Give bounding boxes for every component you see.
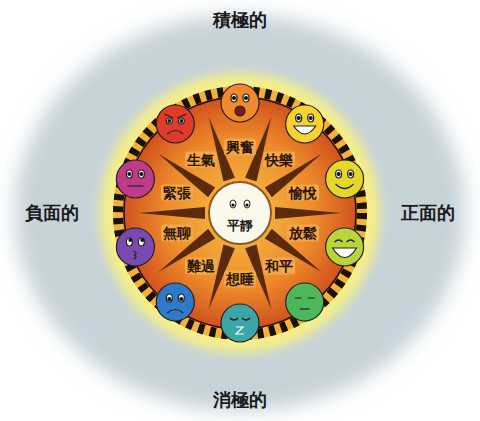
axis-label: 負面的 <box>25 201 79 225</box>
emotion-label: 想睡 <box>224 271 256 288</box>
emotion-label: 生氣 <box>185 151 217 168</box>
glow <box>100 73 380 353</box>
center-face <box>207 180 273 246</box>
axis-label: 消極的 <box>213 388 267 412</box>
center-circle: 平靜 <box>207 180 273 246</box>
axis-label: 積極的 <box>213 8 267 32</box>
emotion-label: 平靜 <box>207 217 273 235</box>
axis-label: 正面的 <box>401 201 455 225</box>
sun-rays <box>139 115 341 311</box>
emotion-label: 放鬆 <box>287 225 319 242</box>
emotion-label: 愉悅 <box>287 184 319 201</box>
emotion-label: 興奮 <box>224 139 256 156</box>
emotion-label: 緊張 <box>161 184 193 201</box>
emotion-faces <box>116 84 363 342</box>
emotion-label: 難過 <box>185 258 217 275</box>
emotion-label: 無聊 <box>161 225 193 242</box>
emotion-label: 和平 <box>263 258 295 275</box>
watercolor-ground <box>15 15 465 411</box>
wheel-disc <box>114 87 366 339</box>
emotion-label: 快樂 <box>263 151 295 168</box>
